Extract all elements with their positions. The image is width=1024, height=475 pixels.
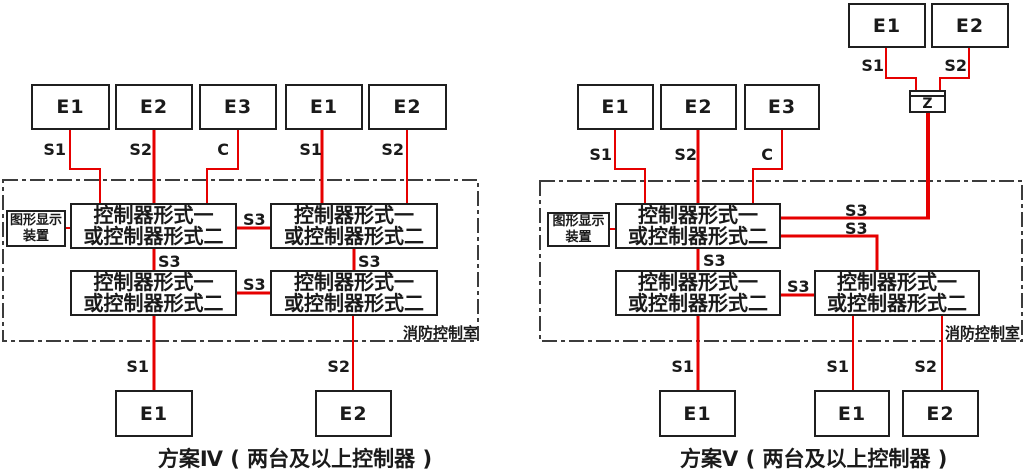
s4-bottom-signal-s2: S2 — [327, 357, 350, 376]
s5-bottom-unit-e1a: E1 — [659, 390, 736, 437]
s4-top-unit-e3: E3 — [199, 84, 277, 130]
s5-controller-bottom-right: 控制器形式一 或控制器形式二 — [814, 270, 980, 316]
wire-s4-e1-s1 — [69, 130, 101, 204]
s5-controller-top: 控制器形式一 或控制器形式二 — [615, 203, 781, 249]
s4-bottom-unit-e2: E2 — [315, 390, 392, 437]
wire-s5-s3-lower — [779, 234, 879, 272]
s5-signal-c: C — [761, 145, 773, 164]
s4-signal-s2b: S2 — [381, 140, 404, 159]
s4-signal-s1: S1 — [43, 140, 66, 159]
s4-caption: 方案Ⅳ ( 两台及以上控制器 ) — [152, 443, 438, 475]
s5-bottom-signal-s1a: S1 — [671, 357, 694, 376]
s5-graphic-display-line2: 装置 — [565, 229, 592, 245]
s5-top-unit-e3: E3 — [744, 84, 820, 130]
s5-caption: 方案Ⅴ ( 两台及以上控制器 ) — [680, 443, 947, 475]
wire-s5-zone-e2-s2 — [939, 48, 970, 92]
controller-label-line1: 控制器形式一 — [294, 203, 414, 227]
s4-controller-bottom-right: 控制器形式一 或控制器形式二 — [270, 270, 438, 316]
controller-label-line2: 或控制器形式二 — [83, 291, 224, 315]
controller-label-line1: 控制器形式一 — [93, 203, 214, 227]
s4-s3-label-right: S3 — [358, 252, 381, 271]
wire-s4-e3-c — [206, 130, 239, 204]
wire-s5-e1-s1 — [614, 130, 646, 204]
s5-bottom-unit-e1b: E1 — [814, 390, 890, 437]
s5-z-unit-header — [911, 92, 944, 97]
s5-s3-label-upper: S3 — [845, 201, 868, 220]
s5-bottom-unit-e2: E2 — [902, 390, 979, 437]
s4-graphic-display-line1: 图形显示 — [9, 212, 62, 228]
s5-bottom-signal-s2: S2 — [914, 357, 937, 376]
s4-top-unit-e1b: E1 — [285, 84, 363, 130]
controller-label-line2: 或控制器形式二 — [83, 224, 224, 248]
s4-bottom-signal-s1: S1 — [126, 357, 149, 376]
s5-s3-label-mid: S3 — [787, 277, 810, 296]
s5-fire-control-room-boundary — [539, 180, 1023, 342]
s4-top-unit-e2b: E2 — [368, 84, 447, 130]
s4-top-unit-e2: E2 — [115, 84, 193, 130]
s5-top-unit-e1: E1 — [577, 84, 654, 130]
s5-zone-unit-e2: E2 — [931, 3, 1009, 48]
wire-s5-zone-e1-s1 — [885, 48, 917, 92]
s5-zone-signal-s1: S1 — [861, 56, 884, 75]
s5-bottom-signal-s1b: S1 — [826, 357, 849, 376]
s4-bottom-unit-e1: E1 — [115, 390, 193, 437]
s4-graphic-display-line2: 装置 — [22, 228, 49, 244]
s4-graphic-display-device: 图形显示 装置 — [6, 210, 66, 247]
s4-top-unit-e1: E1 — [31, 84, 110, 130]
controller-label-line1: 控制器形式一 — [837, 270, 957, 294]
controller-label-line2: 或控制器形式二 — [827, 291, 967, 315]
controller-label-line1: 控制器形式一 — [93, 270, 214, 294]
s5-graphic-display-line1: 图形显示 — [552, 213, 605, 229]
s4-signal-s2: S2 — [129, 140, 152, 159]
controller-label-line1: 控制器形式一 — [638, 203, 758, 227]
s5-controller-bottom-left: 控制器形式一 或控制器形式二 — [615, 270, 781, 316]
s5-zone-unit-e1: E1 — [848, 3, 926, 48]
s5-s3-label-vert: S3 — [703, 251, 726, 270]
s5-top-unit-e2: E2 — [660, 84, 737, 130]
s4-s3-label-left: S3 — [158, 252, 181, 271]
controller-label-line2: 或控制器形式二 — [628, 291, 768, 315]
s4-fire-control-room-label: 消防控制室 — [402, 324, 478, 342]
s4-controller-top-right: 控制器形式一 或控制器形式二 — [270, 203, 438, 249]
s4-s3-label-top: S3 — [243, 210, 266, 229]
wire-s5-e3-c — [752, 130, 783, 204]
s4-signal-c: C — [217, 140, 229, 159]
s4-controller-bottom-left: 控制器形式一 或控制器形式二 — [70, 270, 237, 316]
controller-label-line2: 或控制器形式二 — [284, 224, 424, 248]
s5-signal-s2: S2 — [674, 145, 697, 164]
s5-zone-signal-s2: S2 — [944, 56, 967, 75]
controller-label-line2: 或控制器形式二 — [628, 224, 768, 248]
s4-signal-s1b: S1 — [299, 140, 322, 159]
s5-s3-label-lower: S3 — [845, 219, 868, 238]
s4-controller-top-left: 控制器形式一 或控制器形式二 — [70, 203, 237, 249]
s4-fire-control-room-boundary — [2, 179, 479, 342]
s5-z-unit-label: Z — [922, 96, 933, 112]
s5-z-unit: Z — [909, 90, 946, 113]
controller-label-line2: 或控制器形式二 — [284, 291, 424, 315]
s4-s3-label-bottom: S3 — [243, 275, 266, 294]
s5-graphic-display-device: 图形显示 装置 — [547, 212, 610, 247]
s5-fire-control-room-label: 消防控制室 — [944, 324, 1020, 342]
s5-signal-s1: S1 — [589, 145, 612, 164]
controller-label-line1: 控制器形式一 — [638, 270, 758, 294]
controller-label-line1: 控制器形式一 — [294, 270, 414, 294]
